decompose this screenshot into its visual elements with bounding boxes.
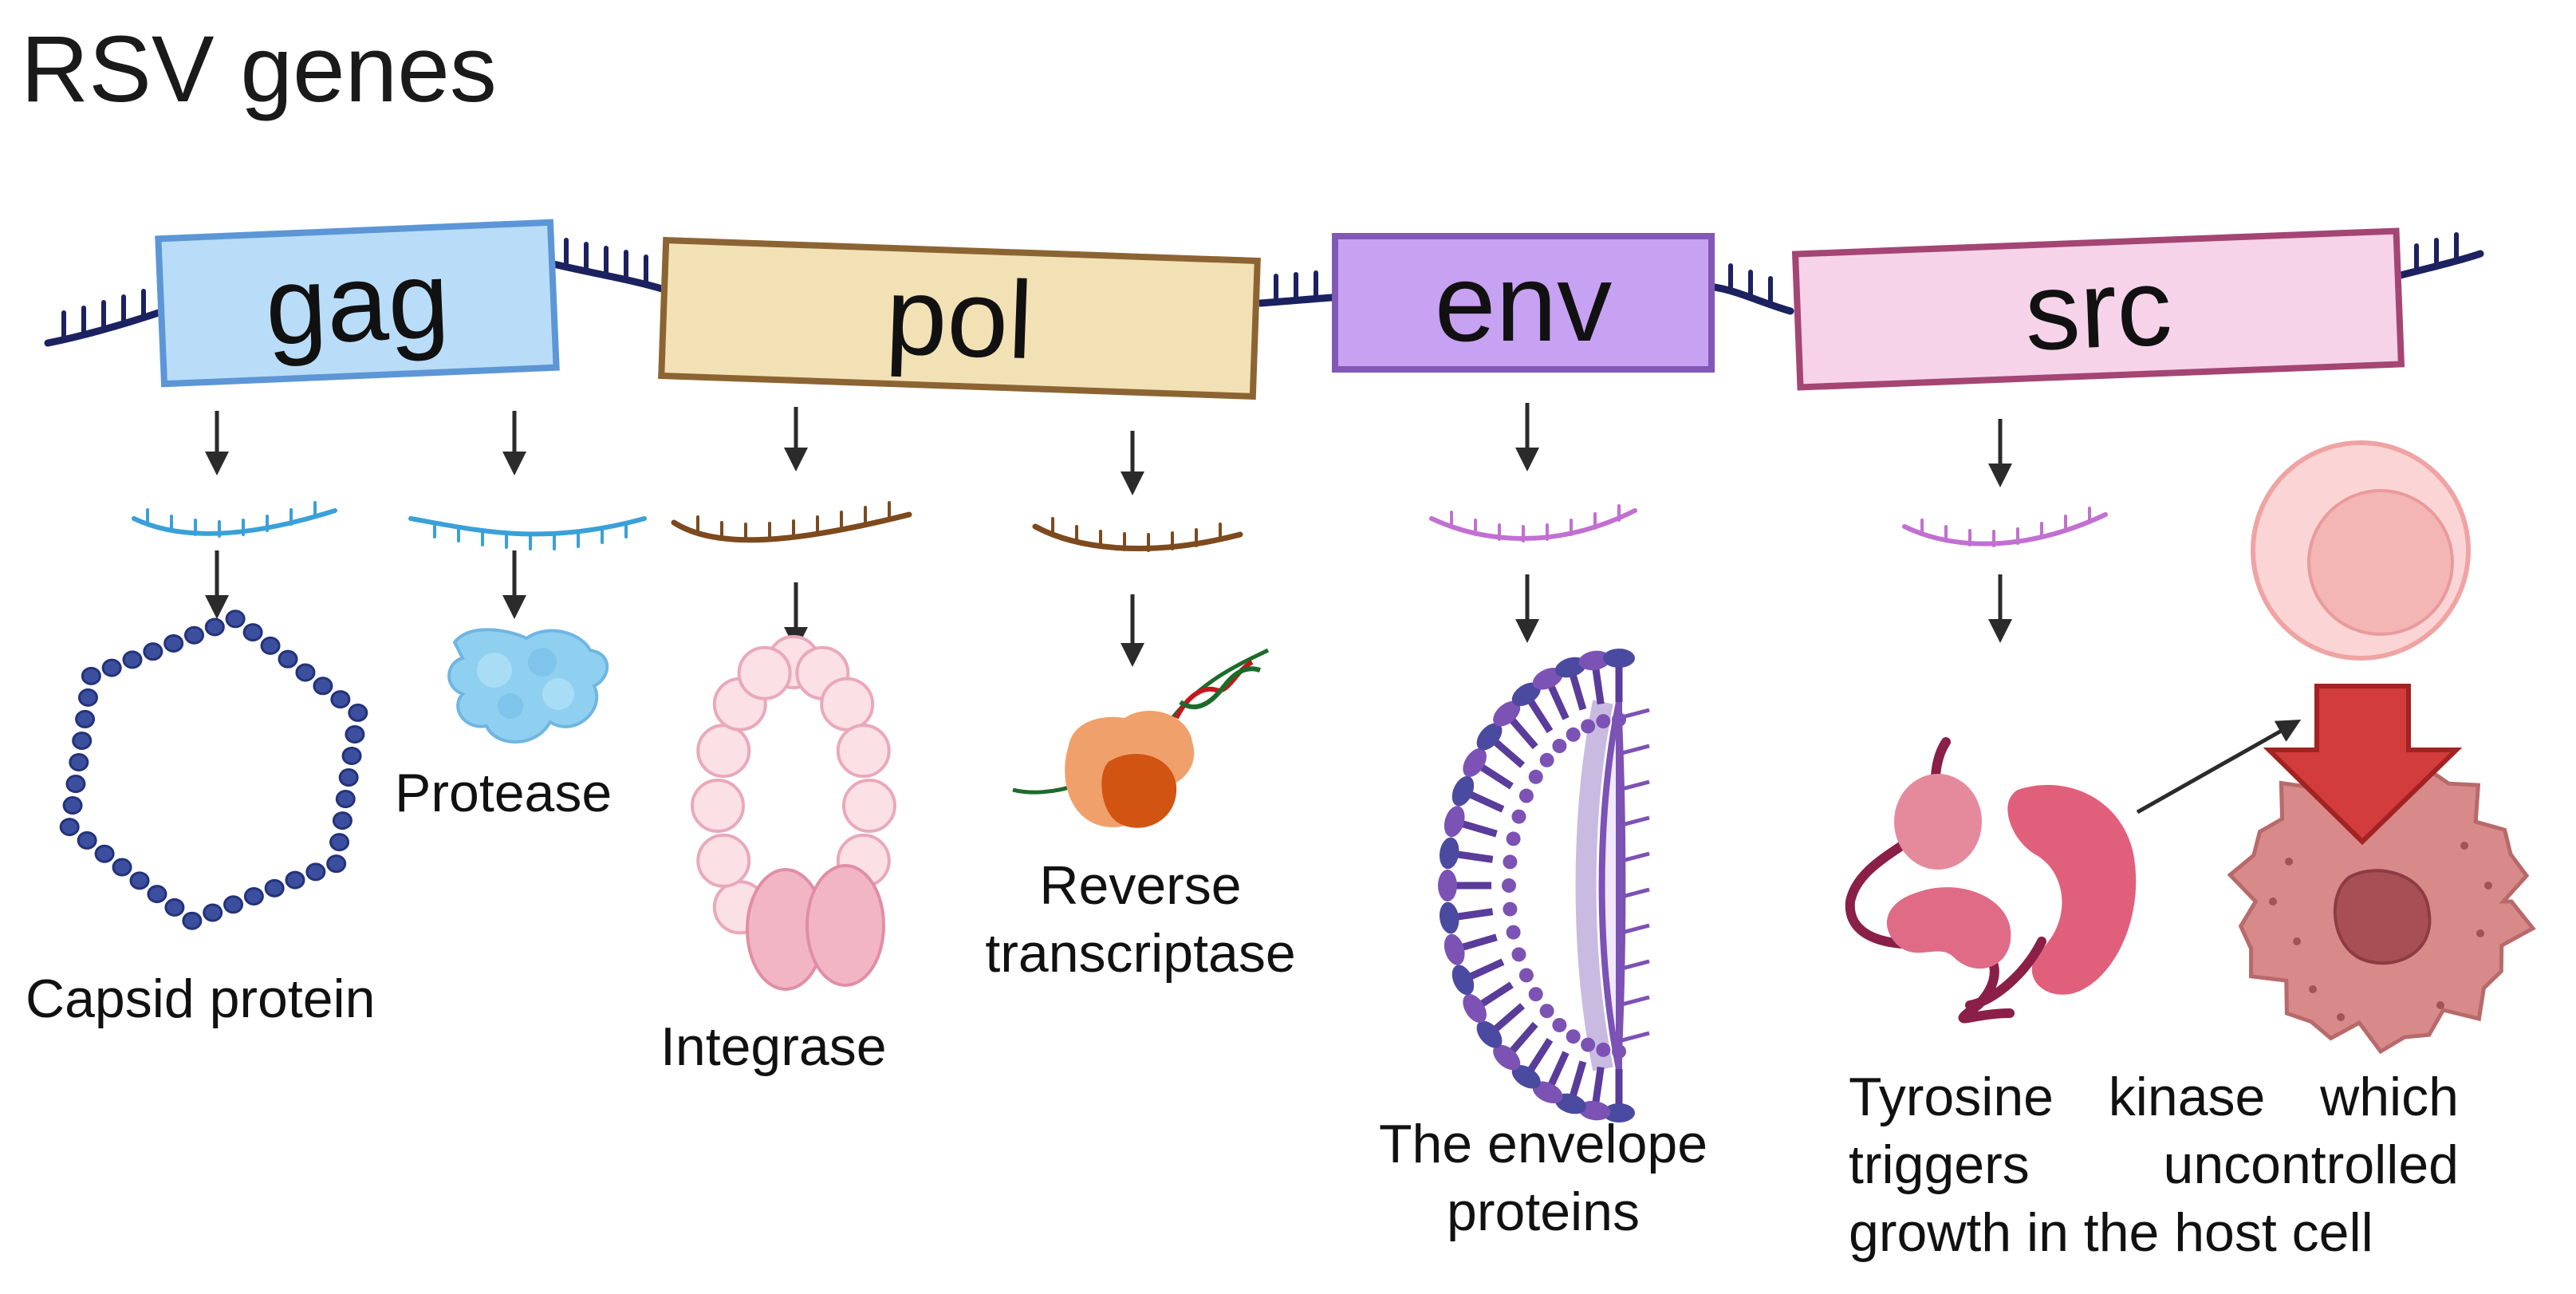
label-integrase: Integrase	[660, 1016, 887, 1077]
label-src-word: Tyrosine	[1849, 1067, 2054, 1127]
reverse-transcriptase-icon	[1012, 648, 1270, 828]
page-title: RSV genes	[21, 17, 497, 122]
label-src-word: uncontrolled	[2163, 1134, 2459, 1195]
label-envelope-proteins: The envelope proteins	[1356, 1111, 1731, 1246]
gene-box-pol: pol	[658, 236, 1261, 400]
mrna-strand-icon	[1429, 504, 1637, 542]
diagonal-arrow-icon	[2136, 720, 2302, 815]
label-src-line1: Tyrosine kinase which	[1849, 1063, 2459, 1131]
gene-box-src: src	[1791, 227, 2405, 391]
gene-box-env: env	[1332, 233, 1715, 373]
label-src-line2: triggers uncontrolled	[1849, 1131, 2459, 1199]
rna-backbone-icon	[44, 232, 2484, 347]
gene-label-gag: gag	[262, 238, 452, 369]
tumor-cell-icon	[2227, 744, 2536, 1055]
mrna-strand-icon	[671, 501, 912, 543]
host-cell-icon	[2251, 440, 2471, 661]
label-src-word: triggers	[1849, 1134, 2030, 1195]
label-capsid-protein: Capsid protein	[26, 969, 376, 1029]
label-tyrosine-kinase: Tyrosine kinase which triggers uncontrol…	[1849, 1063, 2459, 1267]
integrase-icon	[691, 635, 896, 991]
label-env-line2: proteins	[1447, 1182, 1640, 1242]
mrna-strand-icon	[408, 516, 647, 550]
mrna-strand-icon	[1902, 507, 2108, 547]
label-src-line3: growth in the host cell	[1849, 1202, 2373, 1263]
label-rt-line1: Reverse	[1039, 855, 1242, 916]
label-env-line1: The envelope	[1378, 1114, 1708, 1174]
mrna-strand-icon	[1032, 517, 1243, 552]
label-protease: Protease	[395, 763, 612, 823]
mrna-strand-icons	[132, 501, 2108, 552]
label-src-word: which	[2320, 1067, 2459, 1127]
protease-icon	[447, 628, 609, 744]
gene-box-gag: gag	[155, 219, 560, 388]
mrna-strand-icon	[132, 501, 337, 538]
label-src-word: kinase	[2108, 1067, 2266, 1127]
label-reverse-transcriptase: Reverse transcriptase	[953, 852, 1328, 988]
label-rt-line2: transcriptase	[985, 923, 1296, 984]
virus-envelope-icon	[1438, 649, 1650, 1122]
gene-label-src: src	[2023, 245, 2174, 373]
big-down-arrow-icon	[2263, 684, 2463, 846]
gene-label-env: env	[1434, 241, 1613, 365]
capsid-icon	[59, 610, 368, 930]
tyrosine-kinase-icon	[1845, 737, 2137, 1024]
gene-label-pol: pol	[884, 254, 1035, 383]
down-arrows	[205, 403, 2302, 815]
